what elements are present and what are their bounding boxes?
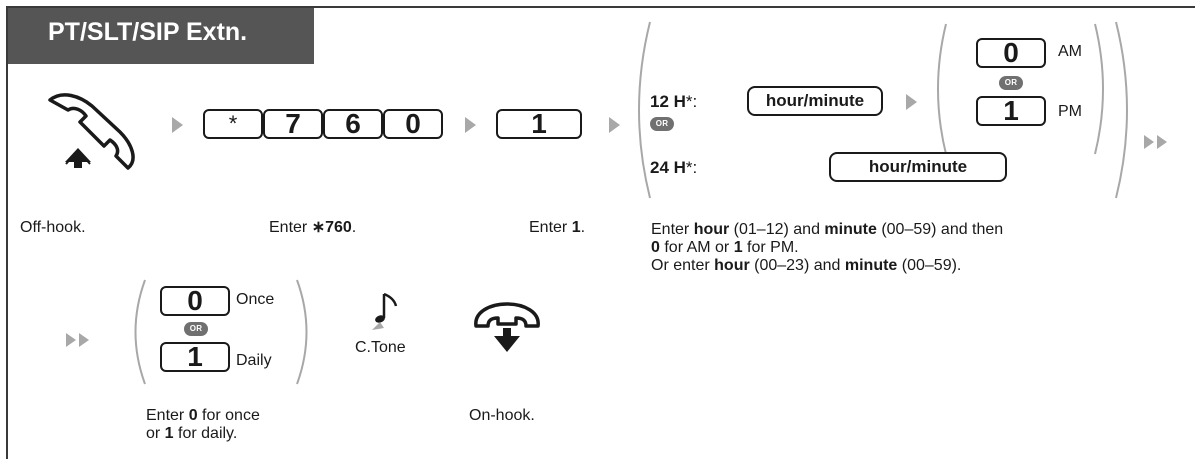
- or-badge-ampm: OR: [999, 76, 1023, 90]
- desc3d: minute: [844, 257, 898, 274]
- key-hour-minute-24h: hour/minute: [829, 152, 1007, 182]
- time-description-line-2: 0 for AM or 1 for PM.: [651, 238, 799, 258]
- desc2a: 0: [651, 239, 660, 256]
- desc3e: (00–59).: [897, 257, 962, 274]
- label-daily: Daily: [236, 352, 272, 369]
- key-1-pm: 1: [976, 96, 1046, 126]
- continue-arrow: [1157, 135, 1167, 149]
- desc1c: (01–12) and: [729, 221, 825, 238]
- desc2c: 1: [733, 239, 743, 256]
- desc1b: hour: [693, 221, 730, 238]
- caption-enter-1: Enter 1.: [529, 218, 585, 238]
- rep1a: Enter: [146, 407, 189, 424]
- time-options-open-paren: [638, 21, 651, 199]
- label-12h-suffix: *:: [685, 92, 698, 111]
- time-description-line-1: Enter hour (01–12) and minute (00–59) an…: [651, 220, 1003, 240]
- step-arrow: [172, 117, 183, 133]
- label-12h: 12 H*:: [650, 92, 697, 112]
- caption-enter-1-prefix: Enter: [529, 219, 572, 236]
- desc1d: minute: [824, 221, 877, 238]
- step-arrow: [465, 117, 476, 133]
- caption-feature-star: ∗: [311, 219, 326, 236]
- rep1c: for once: [197, 407, 260, 424]
- desc2d: for PM.: [742, 239, 799, 256]
- continue-arrow: [79, 333, 89, 347]
- caption-feature-code-number: 760: [325, 219, 352, 236]
- label-c-tone: C.Tone: [355, 339, 406, 356]
- caption-feature-prefix: Enter: [269, 219, 312, 236]
- caption-feature-suffix: .: [351, 219, 357, 236]
- continue-arrow: [1144, 135, 1154, 149]
- or-badge-12h-24h: OR: [650, 117, 674, 131]
- step-arrow: [906, 94, 917, 110]
- desc3b: hour: [714, 257, 750, 274]
- label-am: AM: [1058, 43, 1082, 60]
- off-hook-handset-icon: [48, 93, 135, 170]
- on-hook-handset-icon: [474, 302, 540, 352]
- header-title: PT/SLT/SIP Extn.: [8, 8, 314, 64]
- repeat-open-paren: [134, 279, 146, 385]
- caption-repeat-line-1: Enter 0 for once: [146, 406, 260, 426]
- label-once: Once: [236, 291, 275, 308]
- time-options-close-paren: [1115, 21, 1128, 199]
- desc1a: Enter: [651, 221, 694, 238]
- desc3a: Or enter: [651, 257, 715, 274]
- time-description-line-3: Or enter hour (00–23) and minute (00–59)…: [651, 256, 961, 276]
- caption-feature-code: Enter ∗760.: [269, 218, 356, 238]
- key-6: 6: [323, 109, 383, 139]
- desc3c: (00–23) and: [749, 257, 845, 274]
- key-0: 0: [383, 109, 443, 139]
- label-pm: PM: [1058, 103, 1082, 120]
- step-arrow: [609, 117, 620, 133]
- key-star: *: [203, 109, 263, 139]
- caption-off-hook: Off-hook.: [20, 219, 86, 236]
- label-24h-suffix: *:: [685, 158, 698, 177]
- key-0-am: 0: [976, 38, 1046, 68]
- key-1-daily: 1: [160, 342, 230, 372]
- or-badge-repeat: OR: [184, 322, 208, 336]
- rep2b: 1: [164, 425, 174, 442]
- caption-repeat-line-2: or 1 for daily.: [146, 424, 237, 444]
- desc1e: (00–59) and then: [876, 221, 1004, 238]
- label-24h-text: 24 H: [650, 158, 686, 177]
- frame-top-border: [6, 6, 1195, 8]
- ampm-open-paren: [937, 23, 947, 155]
- key-7: 7: [263, 109, 323, 139]
- rep2c: for daily.: [173, 425, 238, 442]
- key-hour-minute-12h: hour/minute: [747, 86, 883, 116]
- key-0-once: 0: [160, 286, 230, 316]
- label-12h-text: 12 H: [650, 92, 686, 111]
- ampm-close-paren: [1094, 23, 1104, 155]
- continue-arrow: [66, 333, 76, 347]
- frame-left-border: [6, 6, 8, 459]
- music-note-icon: [372, 292, 398, 330]
- label-24h: 24 H*:: [650, 158, 697, 178]
- rep2a: or: [146, 425, 165, 442]
- caption-on-hook: On-hook.: [469, 407, 535, 424]
- desc2b: for AM or: [659, 239, 734, 256]
- caption-enter-1-suffix: .: [580, 219, 586, 236]
- repeat-close-paren: [296, 279, 308, 385]
- caption-enter-1-bold: 1: [571, 219, 581, 236]
- rep1b: 0: [188, 407, 198, 424]
- key-1: 1: [496, 109, 582, 139]
